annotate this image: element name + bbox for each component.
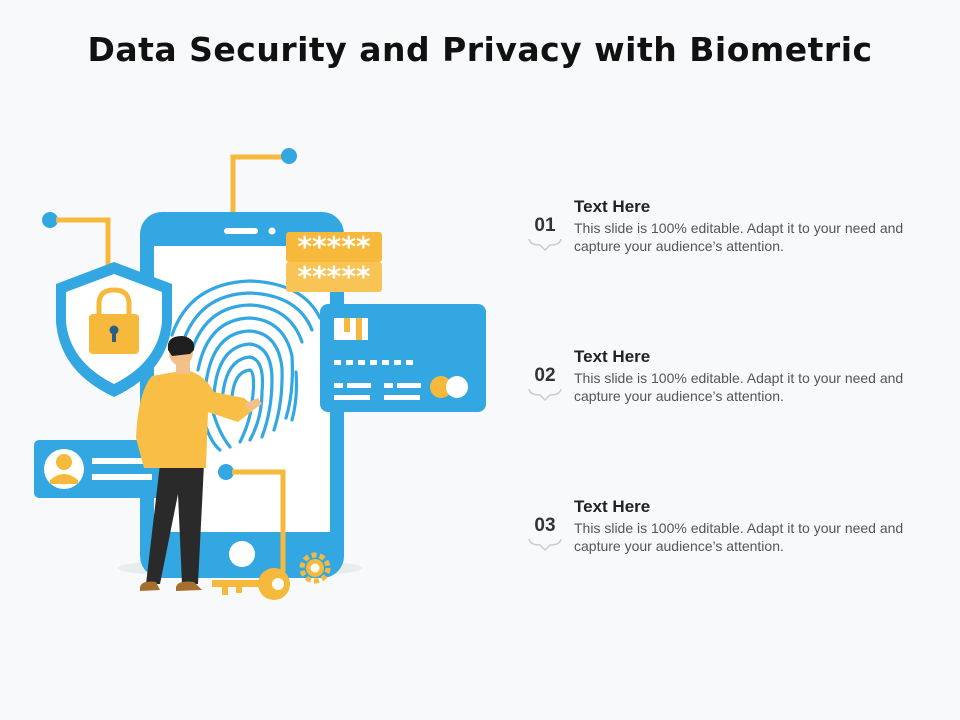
password-field-1: ***** bbox=[286, 230, 382, 263]
credit-card-icon bbox=[320, 304, 486, 412]
item-heading: Text Here bbox=[574, 347, 651, 366]
number-bracket bbox=[528, 388, 562, 401]
number-bracket bbox=[528, 538, 562, 551]
circuit-line-bottom bbox=[218, 464, 286, 572]
item-number: 03 bbox=[534, 515, 556, 536]
user-profile-card bbox=[34, 440, 164, 498]
password-field-2: ***** bbox=[286, 260, 382, 293]
item-number: 02 bbox=[534, 365, 556, 386]
password-mask-2: ***** bbox=[297, 260, 371, 293]
item-number: 01 bbox=[534, 215, 556, 236]
page-title: Data Security and Privacy with Biometric bbox=[87, 30, 873, 69]
gear-icon bbox=[299, 552, 331, 584]
person-figure bbox=[136, 336, 262, 591]
fingerprint-icon bbox=[170, 279, 322, 452]
circuit-line-left bbox=[42, 212, 111, 276]
item-description: This slide is 100% editable. Adapt it to… bbox=[574, 220, 904, 254]
item-heading: Text Here bbox=[574, 197, 651, 216]
biometric-illustration: ***** ***** bbox=[34, 148, 486, 600]
item-heading: Text Here bbox=[574, 497, 651, 516]
shield-lock-icon bbox=[56, 262, 172, 397]
number-bracket bbox=[528, 238, 562, 251]
key-icon bbox=[212, 568, 290, 600]
item-description: This slide is 100% editable. Adapt it to… bbox=[574, 520, 904, 554]
password-mask-1: ***** bbox=[297, 230, 371, 263]
item-description: This slide is 100% editable. Adapt it to… bbox=[574, 370, 904, 404]
